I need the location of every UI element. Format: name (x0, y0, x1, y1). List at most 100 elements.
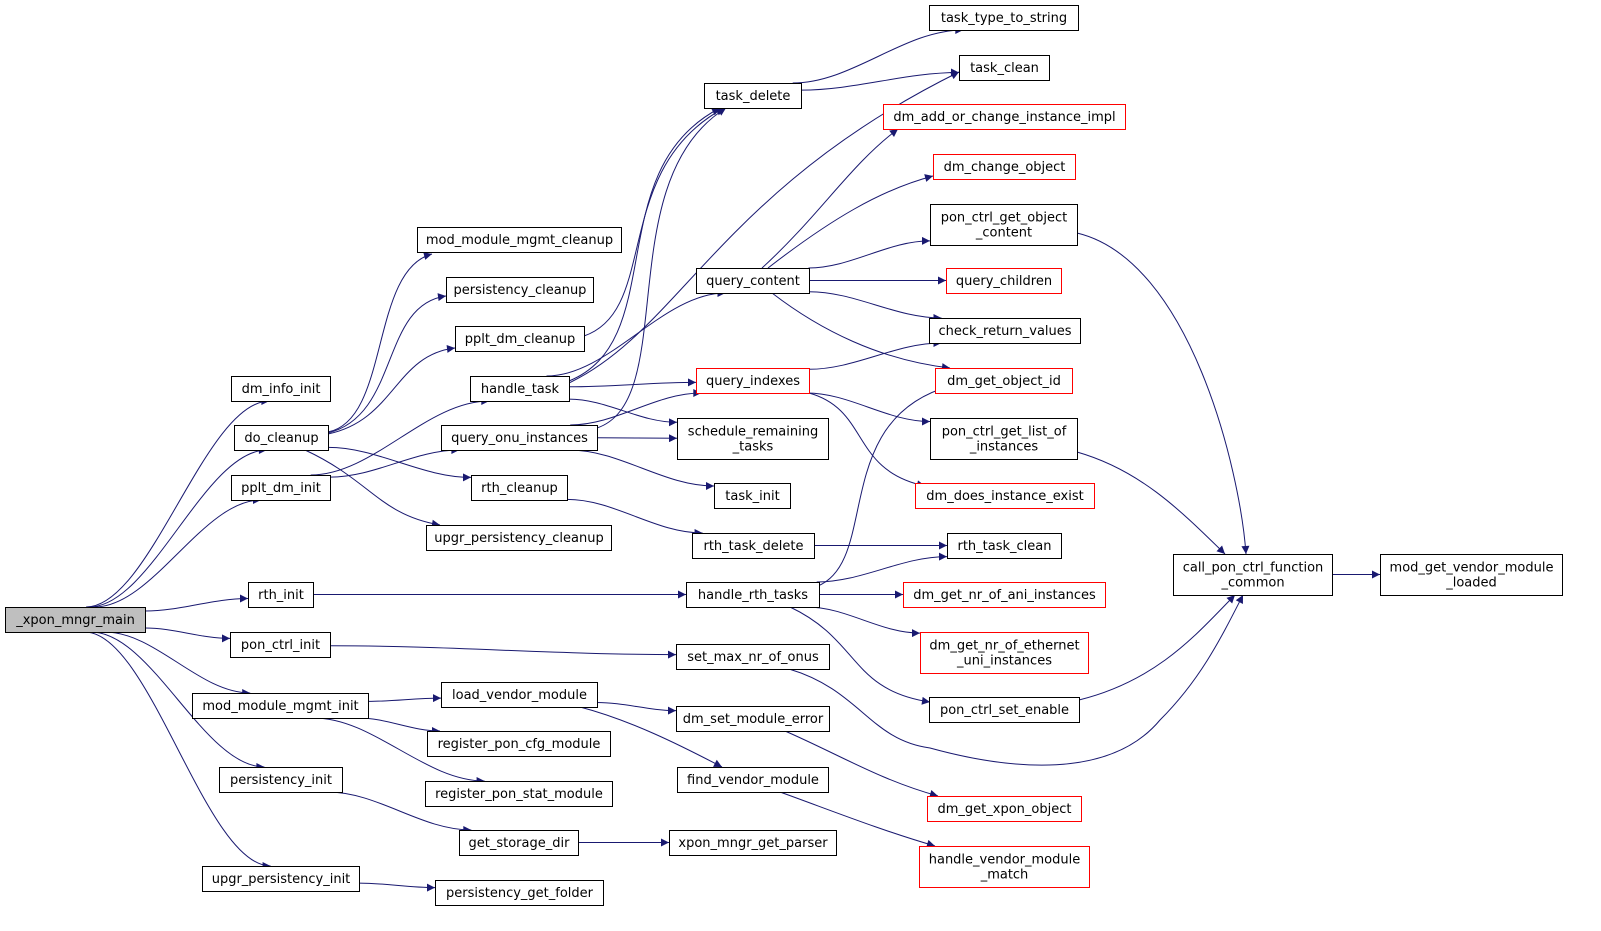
node-box (441, 425, 598, 451)
edge-query-content-to-pon-ctrl-get-object-content (808, 236, 931, 269)
node-rth-task-delete[interactable]: rth_task_delete (692, 533, 815, 559)
node-schedule-remaining-tasks[interactable]: schedule_remaining_tasks (677, 418, 829, 460)
node-label: rth_cleanup (481, 481, 558, 496)
node-box (883, 104, 1126, 130)
node-upgr-persistency-init[interactable]: upgr_persistency_init (202, 866, 360, 892)
node-handle-task[interactable]: handle_task (470, 376, 570, 402)
edge-query-content-to-check-return-values (808, 291, 942, 322)
node-box (427, 731, 611, 757)
node-pon-ctrl-init[interactable]: pon_ctrl_init (230, 632, 331, 658)
node-box (677, 767, 829, 793)
node-dm-get-object-id[interactable]: dm_get_object_id (935, 368, 1073, 394)
node-dm-info-init[interactable]: dm_info_init (231, 376, 331, 402)
node-mod-get-vendor-module-loaded[interactable]: mod_get_vendor_module_loaded (1380, 554, 1563, 596)
node-dm-add-or-change-instance-impl[interactable]: dm_add_or_change_instance_impl (883, 104, 1126, 130)
node-register-pon-stat-module[interactable]: register_pon_stat_module (425, 781, 613, 807)
node-box (930, 204, 1078, 246)
node-set-max-nr-of-onus[interactable]: set_max_nr_of_onus (676, 644, 830, 670)
node-rth-task-clean[interactable]: rth_task_clean (947, 533, 1062, 559)
node-box (219, 767, 343, 793)
node-label: pplt_dm_cleanup (465, 332, 576, 347)
node-query-content[interactable]: query_content (696, 268, 810, 294)
node-persistency-cleanup[interactable]: persistency_cleanup (446, 277, 594, 303)
node-label: dm_get_nr_of_ethernet (929, 639, 1079, 654)
node-call-pon-ctrl-function-common[interactable]: call_pon_ctrl_function_common (1173, 554, 1333, 596)
node-task-delete[interactable]: task_delete (704, 83, 802, 109)
node-query-onu-instances[interactable]: query_onu_instances (441, 425, 598, 451)
node-label: register_pon_cfg_module (438, 737, 601, 752)
edge-pon-ctrl-get-object-content-to-call-pon-ctrl-function-common (1076, 232, 1250, 555)
node-get-storage-dir[interactable]: get_storage_dir (459, 830, 579, 856)
node-persistency-init[interactable]: persistency_init (219, 767, 343, 793)
node-label: call_pon_ctrl_function (1183, 561, 1324, 576)
node-query-indexes[interactable]: query_indexes (696, 368, 810, 394)
edge-query-indexes-to-pon-ctrl-get-list-of-instances (806, 392, 931, 426)
edge-xpon-mngr-main-to-persistency-init (91, 631, 265, 771)
node-label: dm_change_object (944, 160, 1066, 175)
node-mod-module-mgmt-cleanup[interactable]: mod_module_mgmt_cleanup (417, 227, 622, 253)
node-label: persistency_init (230, 773, 332, 788)
node-handle-vendor-module-match[interactable]: handle_vendor_module_match (919, 846, 1090, 888)
node-dm-does-instance-exist[interactable]: dm_does_instance_exist (915, 483, 1095, 509)
edge-mod-module-mgmt-init-to-register-pon-cfg-module (358, 717, 441, 735)
edge-query-content-to-dm-change-object (767, 174, 934, 269)
edge-do-cleanup-to-upgr-persistency-cleanup (304, 449, 441, 528)
node-rth-cleanup[interactable]: rth_cleanup (471, 475, 568, 501)
node-check-return-values[interactable]: check_return_values (929, 318, 1081, 344)
node-label: mod_module_mgmt_cleanup (426, 233, 613, 248)
edge-handle-task-to-task-clean (568, 71, 960, 384)
node-label: handle_vendor_module (929, 853, 1081, 868)
node-register-pon-cfg-module[interactable]: register_pon_cfg_module (427, 731, 611, 757)
edge-query-indexes-to-check-return-values (808, 339, 942, 370)
node-pplt-dm-init[interactable]: pplt_dm_init (231, 475, 331, 501)
node-label: handle_rth_tasks (698, 588, 808, 603)
node-box (927, 796, 1082, 822)
edge-xpon-mngr-main-to-mod-module-mgmt-init (104, 631, 251, 697)
node-layer: _xpon_mngr_maindm_info_initdo_cleanupppl… (5, 5, 1563, 906)
edge-handle-task-to-query-indexes (568, 378, 697, 388)
node-dm-get-nr-of-ethernet-uni-instances[interactable]: dm_get_nr_of_ethernet_uni_instances (920, 632, 1089, 674)
node-handle-rth-tasks[interactable]: handle_rth_tasks (686, 582, 820, 608)
node-load-vendor-module[interactable]: load_vendor_module (441, 682, 598, 708)
edge-query-onu-instances-to-query-indexes (570, 389, 702, 426)
node-label: mod_module_mgmt_init (202, 699, 358, 714)
node-task-clean[interactable]: task_clean (959, 55, 1050, 81)
node-task-type-to-string[interactable]: task_type_to_string (929, 5, 1079, 31)
node-rth-init[interactable]: rth_init (248, 582, 314, 608)
node-upgr-persistency-cleanup[interactable]: upgr_persistency_cleanup (426, 525, 612, 551)
node-query-children[interactable]: query_children (946, 268, 1062, 294)
edge-xpon-mngr-main-to-dm-info-init (86, 397, 270, 608)
node-label: check_return_values (938, 324, 1071, 339)
edge-handle-rth-tasks-to-pon-ctrl-set-enable (789, 606, 931, 705)
node-label: task_clean (970, 61, 1039, 76)
node-dm-change-object[interactable]: dm_change_object (933, 154, 1076, 180)
node-box (919, 846, 1090, 888)
node-xpon-mngr-get-parser[interactable]: xpon_mngr_get_parser (669, 830, 837, 856)
node-label: query_onu_instances (451, 431, 588, 446)
node-find-vendor-module[interactable]: find_vendor_module (677, 767, 829, 793)
node-mod-module-mgmt-init[interactable]: mod_module_mgmt_init (192, 693, 369, 719)
node-dm-get-xpon-object[interactable]: dm_get_xpon_object (927, 796, 1082, 822)
node-label: set_max_nr_of_onus (687, 650, 819, 665)
node-xpon-mngr-main[interactable]: _xpon_mngr_main (5, 607, 146, 633)
node-box (192, 693, 369, 719)
node-task-init[interactable]: task_init (714, 483, 791, 509)
node-pon-ctrl-get-object-content[interactable]: pon_ctrl_get_object_content (930, 204, 1078, 246)
node-box (455, 326, 585, 352)
node-dm-get-nr-of-ani-instances[interactable]: dm_get_nr_of_ani_instances (903, 582, 1106, 608)
node-pplt-dm-cleanup[interactable]: pplt_dm_cleanup (455, 326, 585, 352)
node-box (669, 830, 837, 856)
node-label: mod_get_vendor_module (1390, 561, 1554, 576)
node-label: _common (1220, 576, 1284, 591)
node-label: handle_task (481, 382, 560, 397)
node-dm-set-module-error[interactable]: dm_set_module_error (676, 706, 830, 732)
node-label: query_children (956, 274, 1052, 289)
node-box (459, 830, 579, 856)
node-box (231, 475, 331, 501)
node-pon-ctrl-get-list-of-instances[interactable]: pon_ctrl_get_list_of_instances (930, 418, 1078, 460)
node-do-cleanup[interactable]: do_cleanup (234, 425, 329, 451)
node-label: task_init (725, 489, 779, 504)
node-pon-ctrl-set-enable[interactable]: pon_ctrl_set_enable (929, 697, 1080, 723)
node-persistency-get-folder[interactable]: persistency_get_folder (435, 880, 604, 906)
node-box (1380, 554, 1563, 596)
